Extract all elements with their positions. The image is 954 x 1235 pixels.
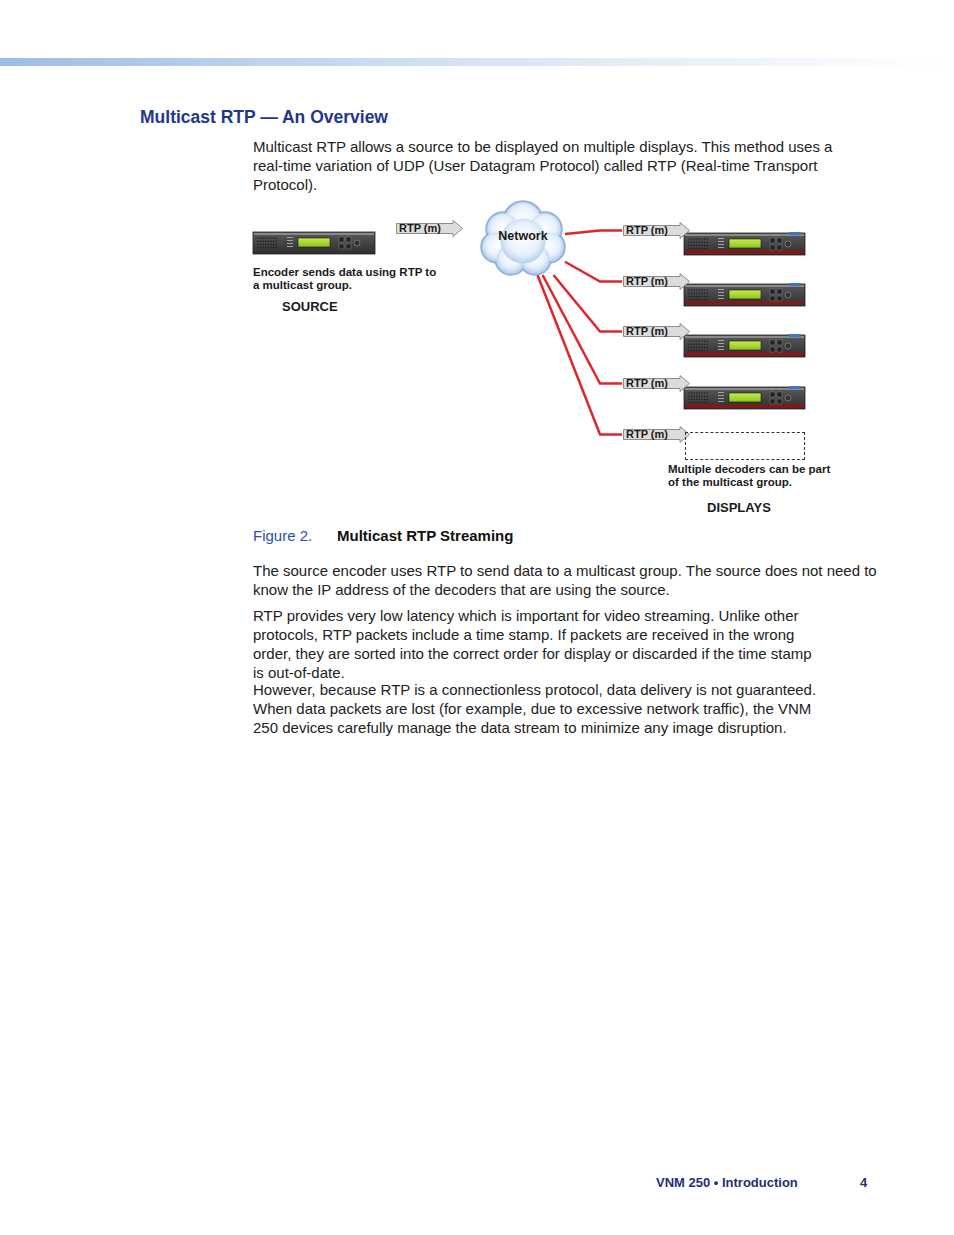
decoder-note: Multiple decoders can be part of the mul… bbox=[668, 463, 843, 489]
network-link bbox=[553, 275, 622, 332]
page-number: 4 bbox=[860, 1175, 867, 1190]
device-front-panel bbox=[684, 334, 805, 357]
network-link bbox=[543, 275, 622, 384]
device-front-panel bbox=[684, 283, 805, 306]
device-front-panel bbox=[253, 232, 375, 254]
node-label: RTP (m) bbox=[623, 273, 690, 288]
device-front-panel bbox=[684, 386, 805, 409]
top-bar bbox=[0, 58, 940, 66]
group-heading: DISPLAYS bbox=[707, 500, 771, 515]
figure-number: Figure 2. bbox=[253, 527, 312, 544]
network-link bbox=[537, 275, 622, 435]
stream-arrow: RTP (m) bbox=[623, 426, 690, 443]
node-label: RTP (m) bbox=[623, 375, 690, 390]
network-link bbox=[565, 262, 622, 282]
page-footer: VNM 250 • Introduction bbox=[656, 1175, 798, 1190]
node-label: RTP (m) bbox=[623, 222, 690, 237]
source-note: Encoder sends data using RTP to a multic… bbox=[253, 266, 443, 292]
body-paragraph: However, because RTP is a connectionless… bbox=[253, 680, 833, 737]
node-label: Network bbox=[498, 229, 547, 243]
section-title: Multicast RTP — An Overview bbox=[140, 107, 388, 128]
group-heading: SOURCE bbox=[282, 299, 338, 314]
stream-arrow: RTP (m) bbox=[623, 273, 690, 290]
body-paragraph: The source encoder uses RTP to send data… bbox=[253, 561, 878, 599]
stream-arrow: RTP (m) bbox=[623, 323, 690, 340]
node-label: RTP (m) bbox=[623, 426, 690, 441]
stream-arrow: RTP (m) bbox=[623, 375, 690, 392]
stream-arrow: RTP (m) bbox=[623, 222, 690, 239]
stream-arrow: RTP (m) bbox=[396, 220, 463, 237]
device-front-panel bbox=[684, 232, 805, 255]
network-link bbox=[565, 231, 622, 234]
body-paragraph: RTP provides very low latency which is i… bbox=[253, 606, 818, 682]
node-label: RTP (m) bbox=[396, 220, 463, 235]
body-paragraph: Multicast RTP allows a source to be disp… bbox=[253, 137, 853, 194]
figure-caption: Multicast RTP Streaming bbox=[337, 527, 513, 544]
placeholder-decoder-box: Multiple decoders can be part of the mul… bbox=[685, 432, 805, 460]
node-label: RTP (m) bbox=[623, 323, 690, 338]
network-cloud: Network bbox=[479, 199, 567, 277]
